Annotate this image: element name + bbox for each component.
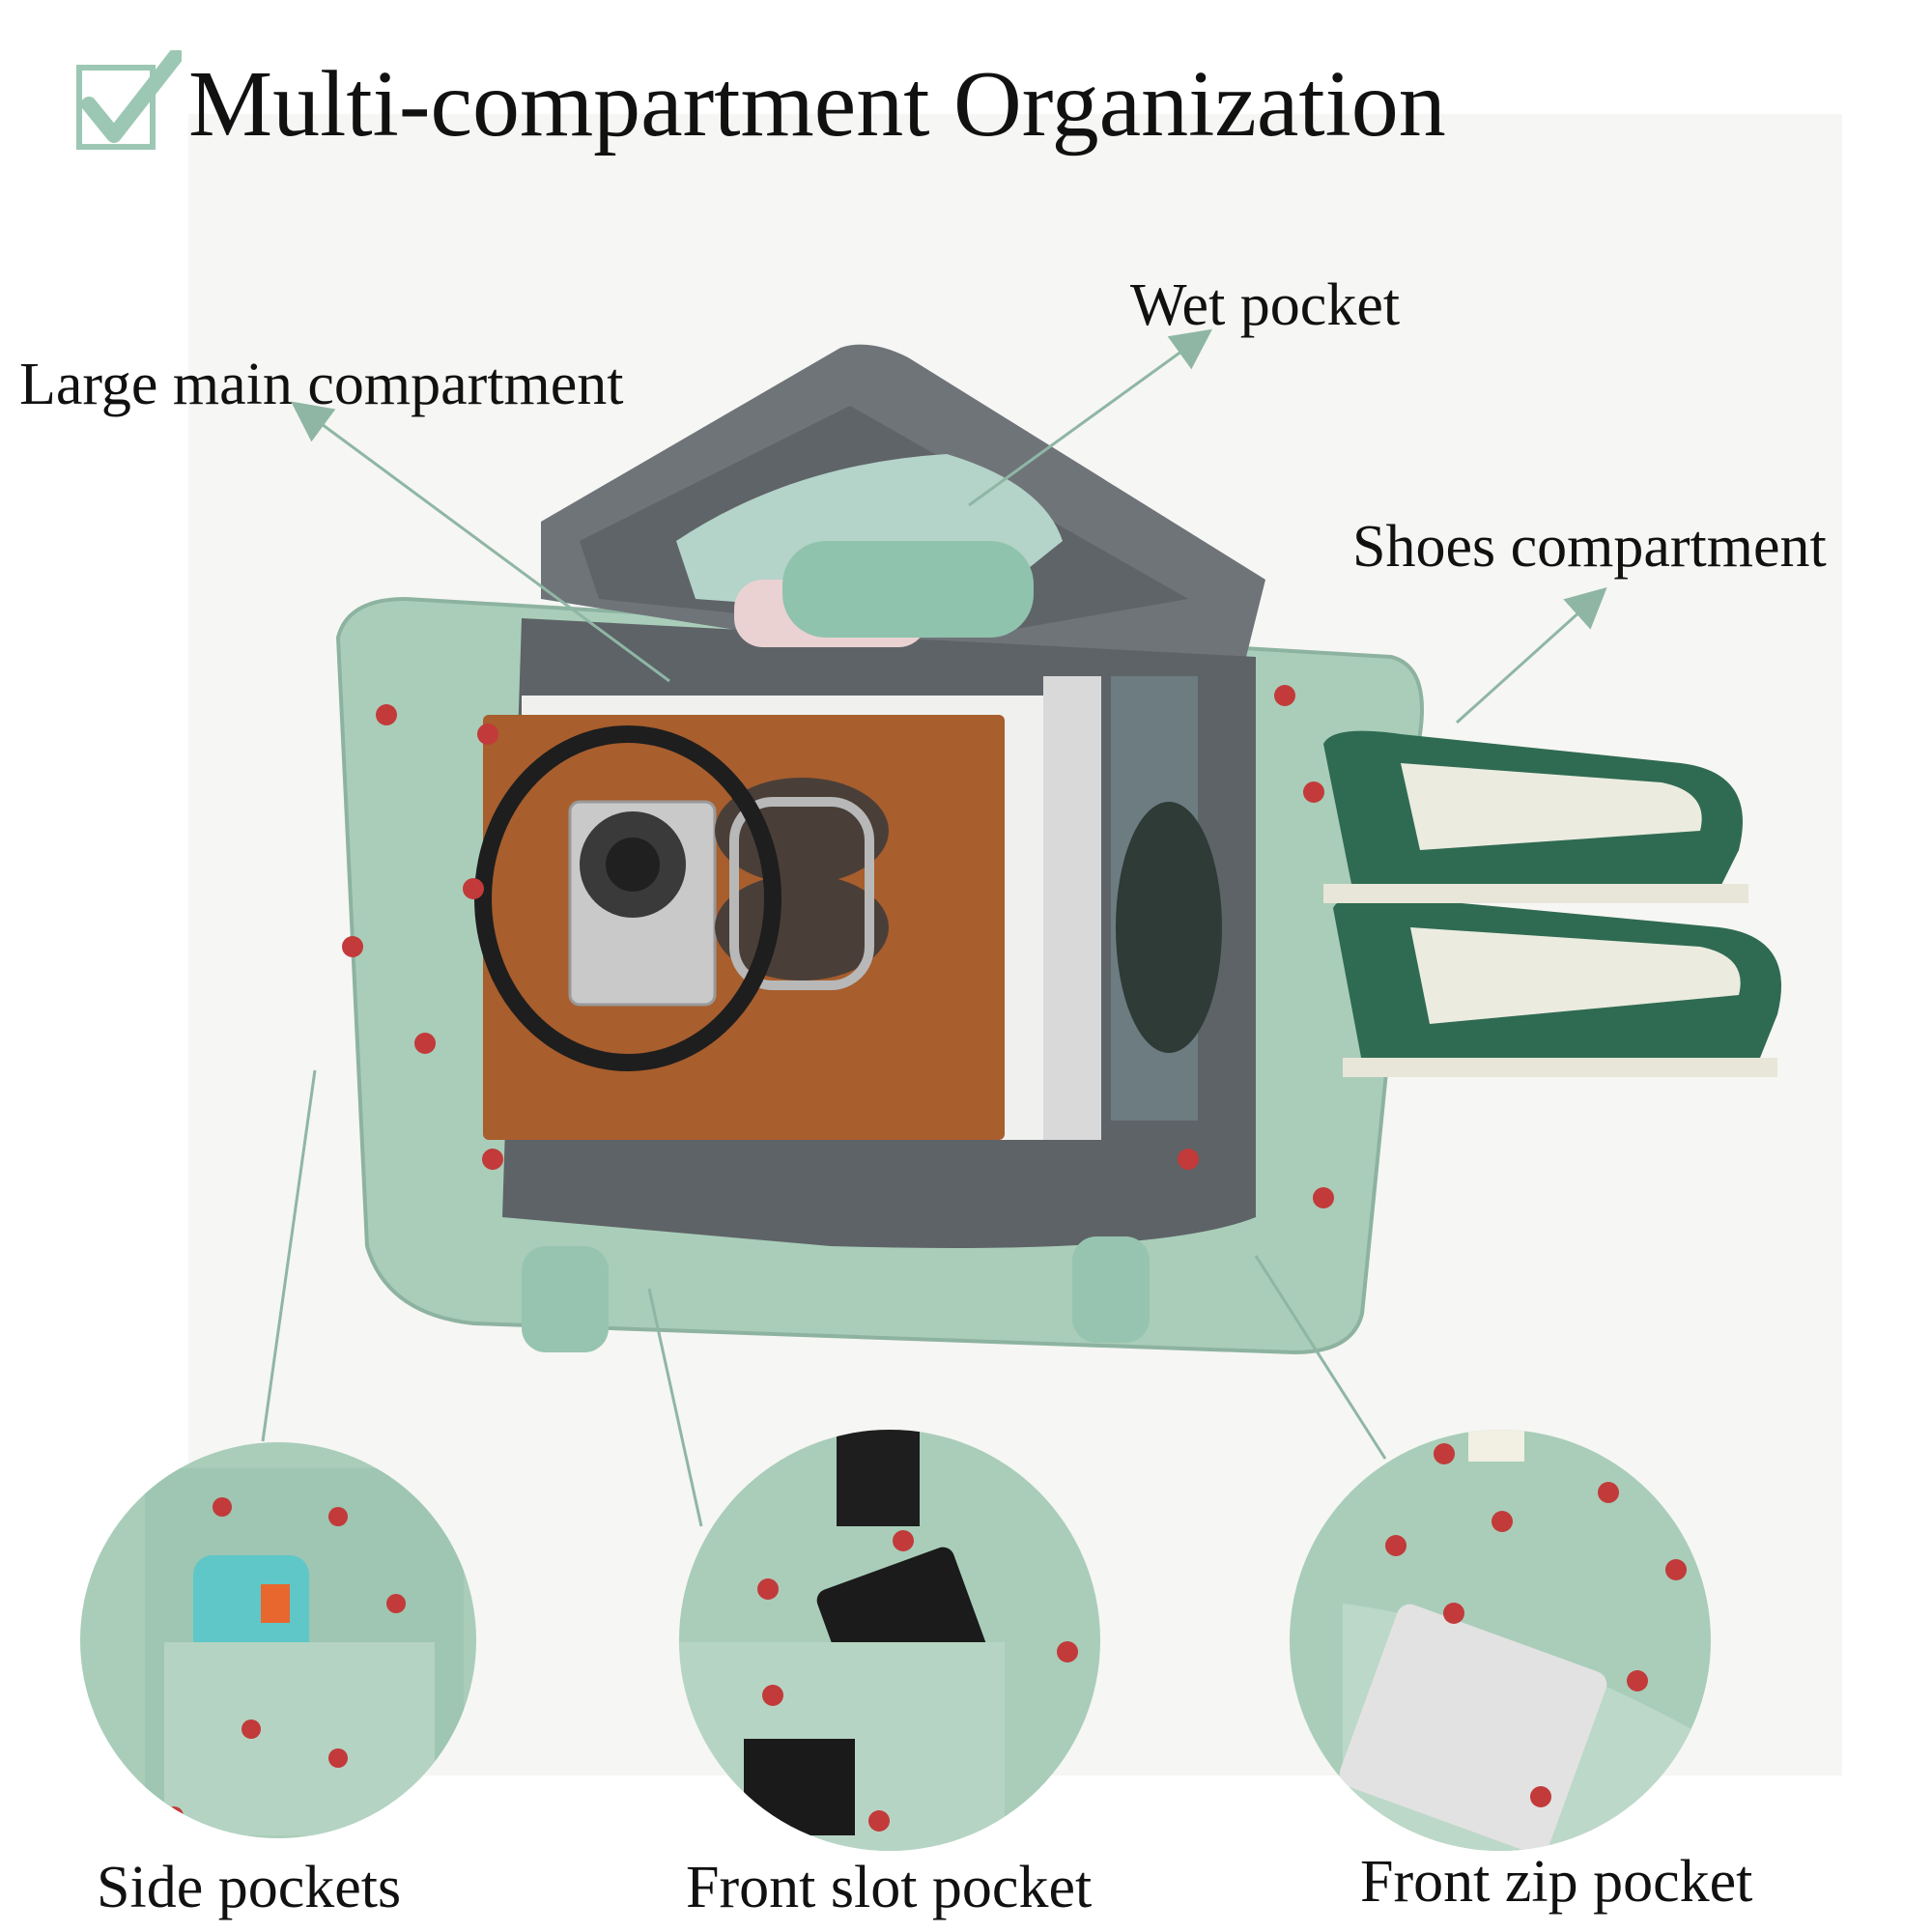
sneakers [1323,730,1781,1077]
side-pocket-thumbnail [80,1442,476,1838]
label-large-main-compartment: Large main compartment [19,352,624,417]
front-zip-pocket-thumbnail [1290,1430,1711,1851]
check-box-icon [76,50,182,150]
label-side-pockets: Side pockets [97,1855,402,1920]
label-front-zip-pocket: Front zip pocket [1360,1849,1753,1915]
pointer-lines [261,328,1607,1527]
duffel-bag [335,344,1424,1355]
label-shoes-compartment: Shoes compartment [1352,514,1827,580]
front-slot-pocket-thumbnail [679,1430,1100,1851]
label-wet-pocket: Wet pocket [1130,272,1401,338]
label-front-slot-pocket: Front slot pocket [686,1855,1093,1920]
page-title: Multi-compartment Organization [188,52,1446,156]
